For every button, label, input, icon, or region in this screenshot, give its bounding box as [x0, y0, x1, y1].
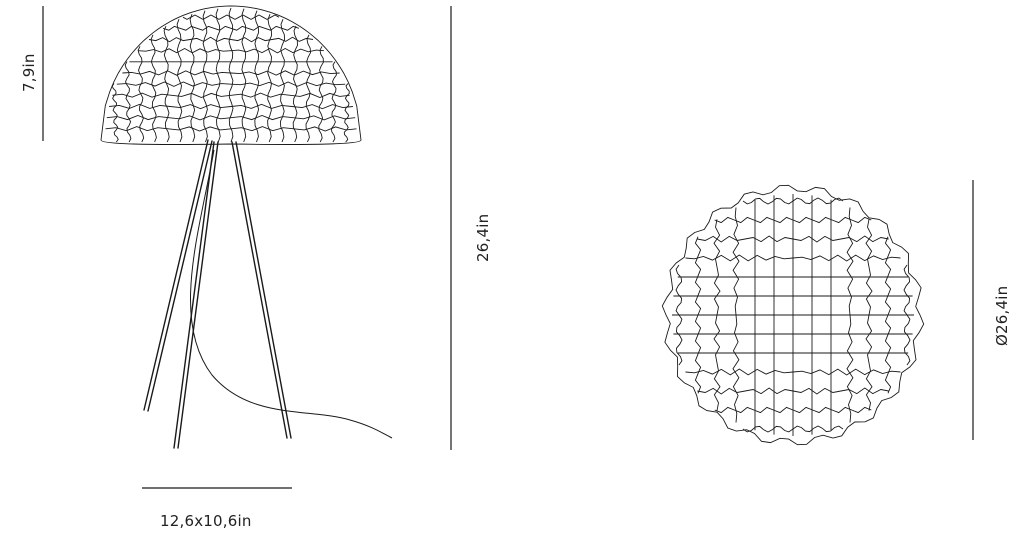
base-size-label: 12,6x10,6in [160, 512, 252, 530]
total-height-label: 26,4in [474, 213, 492, 262]
lamp-side-view [100, 5, 393, 449]
lamp-shade-side [100, 5, 362, 145]
power-cable [189, 149, 393, 439]
tripod-legs [143, 139, 292, 449]
shade-height-label: 7,9in [20, 53, 38, 92]
shade-diameter-label: Ø26,4in [993, 285, 1011, 346]
lamp-shade-top-view [661, 184, 925, 446]
